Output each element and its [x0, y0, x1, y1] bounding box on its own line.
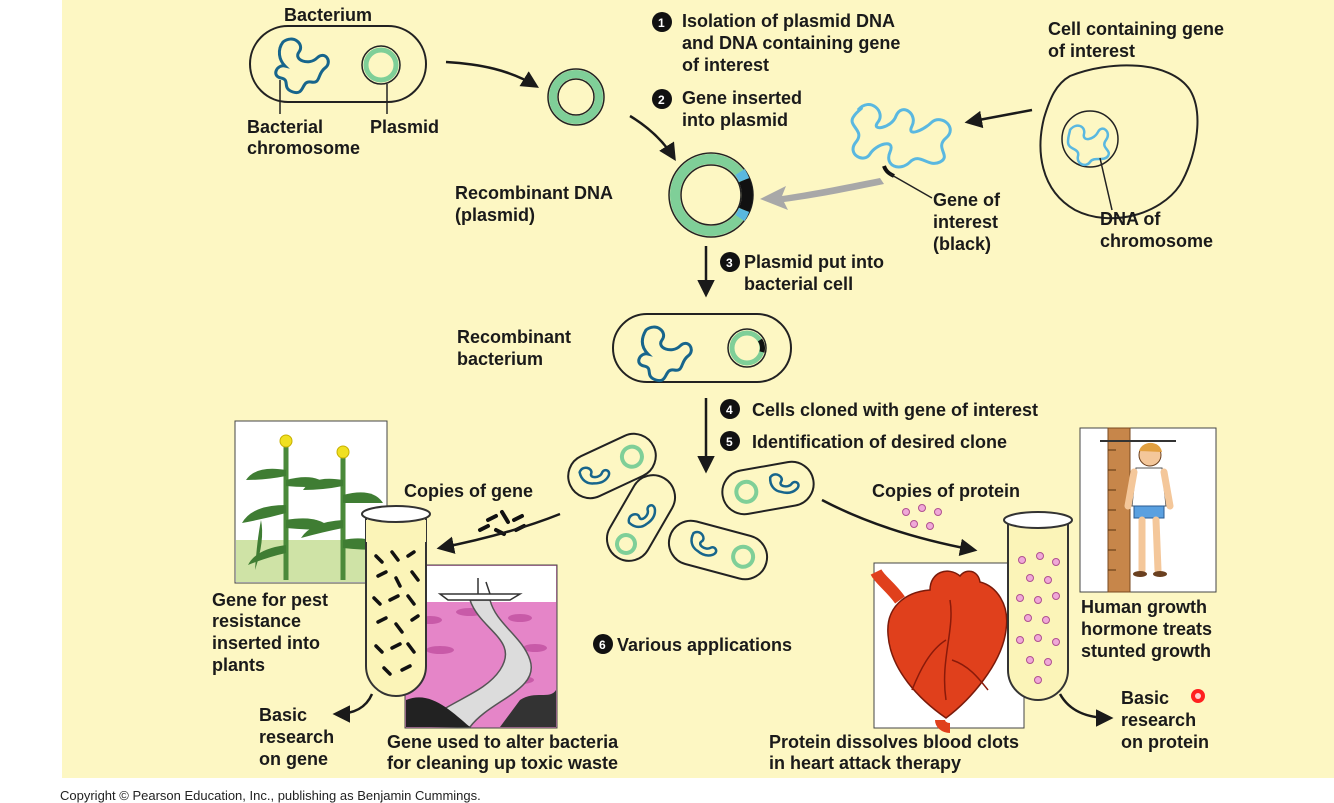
- protein-copies: [902, 504, 942, 530]
- label-step6: Various applications: [617, 635, 792, 655]
- gene-fragment-dna: [850, 103, 952, 169]
- step-6-badge: 6: [593, 634, 613, 654]
- arrow-cell-to-gene: [964, 108, 1033, 129]
- recombinant-plasmid: [668, 152, 754, 238]
- arrow-to-isolated-plasmid: [445, 60, 539, 88]
- svg-text:5: 5: [726, 435, 733, 449]
- gene-test-tube: [361, 505, 431, 697]
- copyright-notice: Copyright © Pearson Education, Inc., pub…: [60, 788, 481, 803]
- gene-copies: [478, 510, 526, 536]
- svg-text:6: 6: [599, 638, 606, 652]
- arrow-basic-research-gene: [332, 693, 374, 723]
- gray-insertion-arrow: [760, 178, 884, 210]
- gene-of-interest-black: [882, 165, 895, 178]
- cell-containing-gene: [1039, 64, 1199, 220]
- toxic-waste-cleanup-image: [404, 564, 558, 729]
- step-3-badge: 3: [720, 252, 740, 272]
- protein-test-tube: [1003, 511, 1073, 701]
- inserted-gene-segment: [738, 177, 753, 213]
- step-1-badge: 1: [652, 12, 672, 32]
- pointer-dot: [1191, 689, 1205, 703]
- bacterial-chromosome-dna: [274, 37, 330, 95]
- step-2-badge: 2: [652, 89, 672, 109]
- bacterium: [249, 25, 427, 114]
- label-step4: Cells cloned with gene of interest: [752, 400, 1038, 420]
- step-4-badge: 4: [720, 399, 740, 419]
- label-step5: Identification of desired clone: [752, 432, 1007, 452]
- arrow-basic-research-protein: [1058, 693, 1114, 727]
- recombinant-bacterium: [612, 313, 792, 383]
- heart-image: [870, 562, 1025, 733]
- arrow-to-recombinant-dna: [629, 114, 676, 161]
- corn-plants-image: [234, 420, 388, 584]
- arrow-to-gene-tube: [436, 512, 561, 554]
- child-growth-image: [1079, 427, 1217, 593]
- label-copies-of-protein: Copies of protein: [872, 481, 1020, 501]
- step-5-badge: 5: [720, 431, 740, 451]
- svg-text:4: 4: [726, 403, 733, 417]
- svg-text:3: 3: [726, 256, 733, 270]
- label-copies-of-gene: Copies of gene: [404, 481, 533, 501]
- chromosome-dna: [1066, 124, 1111, 167]
- plasmid-ring: [361, 45, 401, 85]
- isolated-plasmid: [547, 68, 605, 126]
- label-recombinant-dna: Recombinant DNA(plasmid): [455, 183, 613, 225]
- svg-text:1: 1: [658, 16, 665, 30]
- arrow-to-protein-tube: [821, 498, 978, 557]
- label-plasmid: Plasmid: [370, 117, 439, 137]
- svg-text:2: 2: [658, 93, 665, 107]
- cloned-bacteria: [567, 432, 815, 581]
- label-bacterium: Bacterium: [284, 5, 372, 25]
